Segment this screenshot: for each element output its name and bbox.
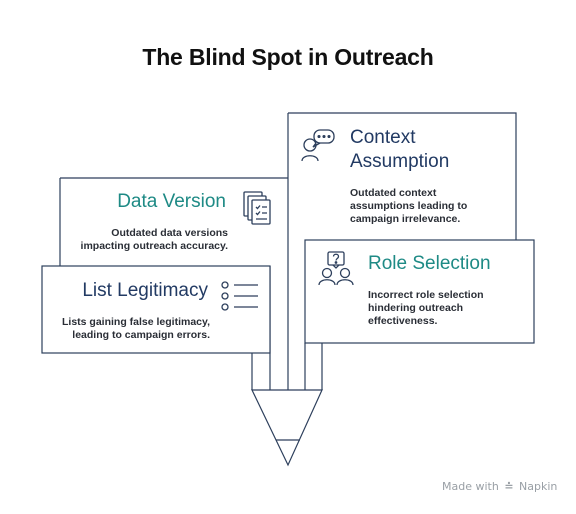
data-version-desc: Outdated data versions impacting outreac… (66, 227, 228, 253)
pencil-tip (251, 389, 323, 467)
role-selection-title: Role Selection (368, 253, 491, 274)
bulleted-list-icon (221, 281, 258, 311)
context-assumption-desc: Outdated context assumptions leading to … (350, 187, 467, 226)
desc-line: leading to campaign errors. (72, 329, 210, 341)
desc-line: campaign irrelevance. (350, 213, 461, 225)
desc-line: Incorrect role selection (368, 289, 484, 301)
list-legitimacy-title: List Legitimacy (82, 280, 208, 301)
list-legitimacy-desc: Lists gaining false legitimacy, leading … (48, 316, 210, 342)
stacked-documents-icon (243, 191, 271, 225)
made-with-napkin-footer[interactable]: Made with ≐ Napkin (442, 480, 557, 493)
context-assumption-title-1: Context (350, 127, 416, 148)
desc-line: effectiveness. (368, 315, 438, 327)
context-card-outline (287, 112, 517, 390)
desc-line: Lists gaining false legitimacy, (61, 316, 210, 328)
desc-line: impacting outreach accuracy. (80, 240, 228, 252)
desc-line: assumptions leading to (350, 200, 468, 212)
desc-line: hindering outreach (368, 302, 464, 314)
napkin-logo-icon: ≐ (504, 480, 514, 493)
chat-person-icon (301, 129, 335, 162)
context-assumption-title-2: Assumption (350, 151, 450, 172)
desc-line: Outdated data versions (111, 227, 228, 239)
made-with-label: Made with (442, 480, 499, 493)
napkin-brand-label: Napkin (519, 480, 558, 493)
data-version-title: Data Version (117, 191, 226, 212)
role-selection-card-outline (304, 239, 535, 344)
role-selection-desc: Incorrect role selection hindering outre… (368, 289, 484, 328)
desc-line: Outdated context (350, 187, 437, 199)
list-legitimacy-card-outline (41, 265, 271, 354)
diagram-title: The Blind Spot in Outreach (142, 44, 434, 70)
question-people-icon (318, 251, 354, 286)
